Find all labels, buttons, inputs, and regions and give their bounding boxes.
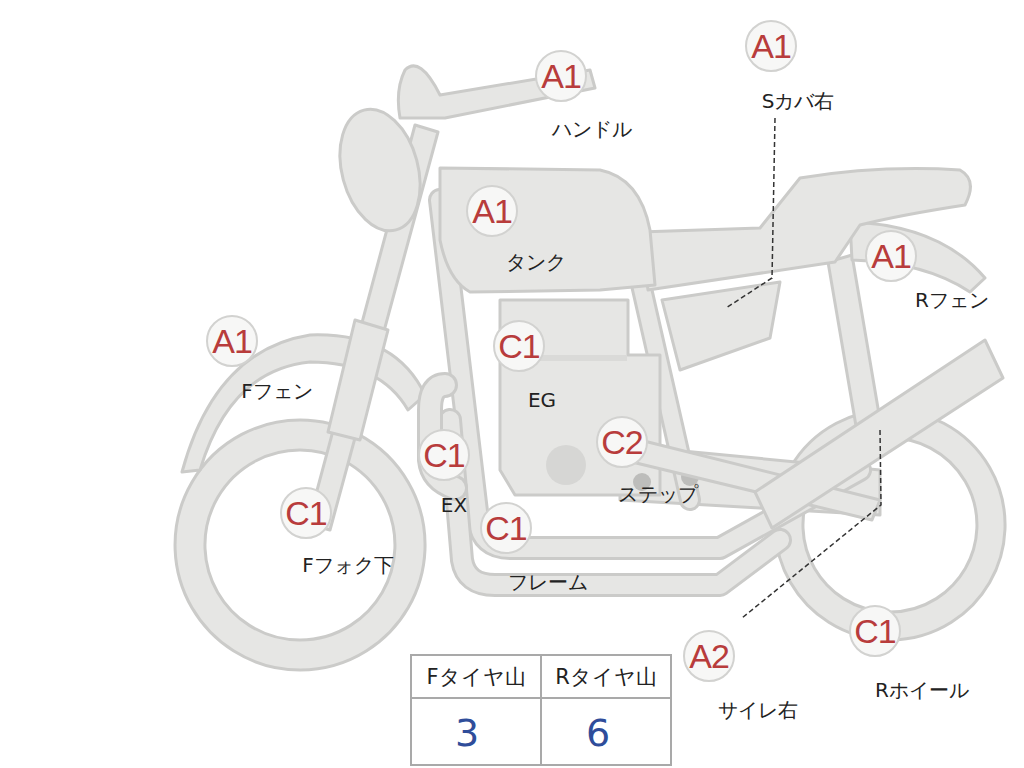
front-wheel — [175, 420, 425, 670]
callout-circle: A1タンク — [466, 185, 518, 237]
part-name: EX — [441, 495, 467, 515]
seat — [640, 169, 970, 290]
callout-code: C1 — [854, 614, 895, 648]
callout-code: A1 — [871, 239, 911, 273]
callout-circle: C2ステップ — [596, 416, 648, 468]
part-name: ステップ — [618, 484, 698, 504]
part-name: Rホイール — [875, 680, 969, 700]
callout-circle: C1Fフォク下 — [280, 487, 332, 539]
part-name: ハンドル — [552, 119, 632, 139]
rear-fender — [850, 222, 985, 292]
callout-code: A2 — [689, 639, 729, 673]
callout-circle: A1ハンドル — [535, 50, 587, 102]
leader-line — [726, 118, 775, 308]
callout-circle: C1フレーム — [480, 502, 532, 554]
part-name: Sカバ右 — [762, 91, 835, 111]
table-header: Fタイヤ山 — [426, 667, 525, 688]
part-name: Fフェン — [241, 381, 313, 401]
callout-code: C1 — [485, 511, 526, 545]
muffler — [755, 340, 1003, 528]
table-value: 3 — [455, 714, 479, 752]
rear-shock — [828, 255, 880, 426]
callout-circle: A1Sカバ右 — [745, 20, 797, 72]
callout-code: A1 — [472, 194, 512, 228]
callout-code: C1 — [498, 329, 539, 363]
part-name: フレーム — [508, 572, 588, 592]
part-name: EG — [528, 390, 556, 410]
part-name: Rフェン — [915, 290, 989, 310]
callout-code: A1 — [751, 29, 791, 63]
table-header: Rタイヤ山 — [555, 667, 657, 688]
callout-code: C1 — [285, 496, 326, 530]
part-name: タンク — [506, 252, 566, 272]
callout-code: C1 — [423, 438, 464, 472]
leader-line — [742, 430, 881, 618]
part-name: サイレ右 — [718, 700, 798, 720]
callout-code: C2 — [601, 425, 642, 459]
headlight — [327, 100, 433, 239]
callout-circle: A1Rフェン — [865, 230, 917, 282]
part-name: Fフォク下 — [302, 555, 394, 575]
side-cover — [662, 282, 780, 370]
callout-circle: A1Fフェン — [206, 315, 258, 367]
callout-circle: C1EX — [418, 429, 470, 481]
callout-code: A1 — [212, 324, 252, 358]
fuel-tank — [440, 168, 655, 292]
callout-circle: A2サイレ右 — [683, 630, 735, 682]
callout-code: A1 — [541, 59, 581, 93]
table-value: 6 — [586, 714, 610, 752]
callout-circle: C1EG — [493, 320, 545, 372]
callout-circle: C1Rホイール — [849, 605, 901, 657]
tire-table — [411, 655, 671, 765]
